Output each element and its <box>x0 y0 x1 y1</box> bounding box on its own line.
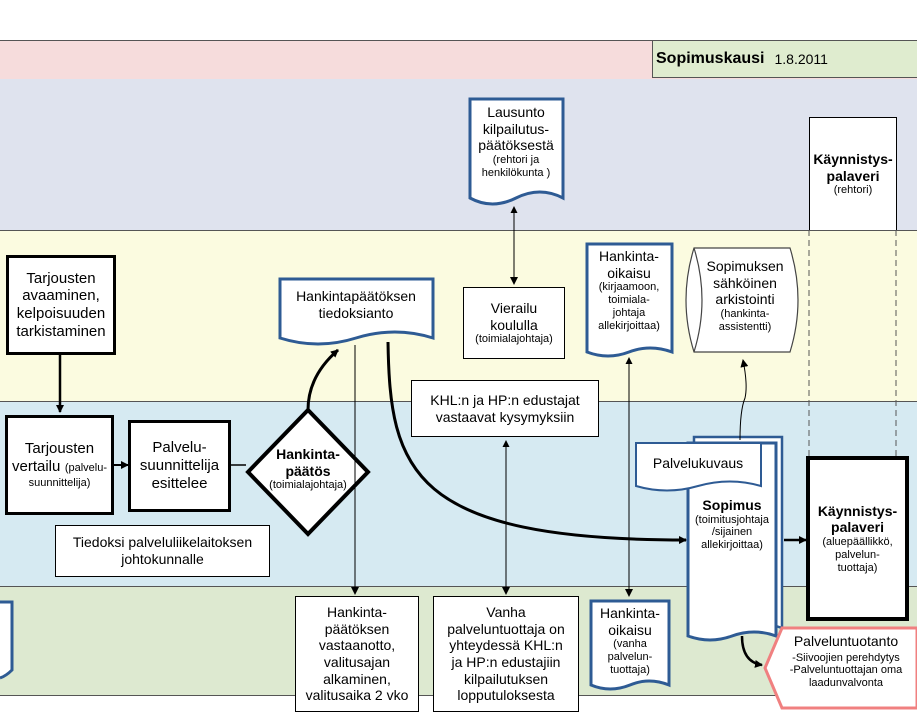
lane-header-right <box>652 40 917 78</box>
vastaanotto-box: Hankinta- päätöksen vastaanotto, valitus… <box>295 596 419 712</box>
palvelukuvaus-document: Palvelukuvaus <box>652 455 744 471</box>
left-partial-document <box>0 600 14 680</box>
arkistointi-shape <box>685 247 799 353</box>
palvelukuvaus-shape <box>635 442 762 492</box>
kaynnistys-palaveri-aluepaallikko: Käynnistys- palaveri (aluepäällikkö, pal… <box>806 456 909 621</box>
sopimus-shape <box>686 441 778 642</box>
khl-hp-box: KHL:n ja HP:n edustajat vastaavat kysymy… <box>411 380 599 437</box>
tarjousten-avaaminen-box: Tarjousten avaaminen, kelpoisuuden tarki… <box>6 255 116 355</box>
hankintapaatos-decision: Hankinta- päätös (toimialajohtaja) <box>269 446 347 492</box>
palvelusuunnittelija-box: Palvelu- suunnittelija esittelee <box>128 420 231 512</box>
sopimus-document: Sopimus (toimitusjohtaja /sijainen allek… <box>695 497 769 552</box>
arkistointi-storage: Sopimuksen sähköinen arkistointi (hankin… <box>706 258 784 333</box>
lausunto-document: Lausunto kilpailutus- päätöksestä (rehto… <box>478 104 554 179</box>
vanha-palveluntuottaja-box: Vanha palveluntuottaja on yhteydessä KHL… <box>433 596 579 712</box>
hp-tiedoksianto-document: Hankintapäätöksen tiedoksianto <box>296 288 416 321</box>
palveluntuotanto-node: Palveluntuotanto -Siivoojien perehdytys … <box>789 633 903 690</box>
tiedoksi-johtokunnalle-box: Tiedoksi palveluliikelaitoksen johtokunn… <box>55 525 270 577</box>
page-title: Sopimuskausi <box>656 50 765 67</box>
hankintaoikaisu-vanha-document: Hankinta- oikaisu (vanha palvelun- tuott… <box>600 605 660 676</box>
lane-1 <box>0 79 917 231</box>
vierailu-box: Vierailu koululla (toimialajohtaja) <box>463 287 565 359</box>
tarjousten-vertailu-box: Tarjousten vertailu (palvelu- suunnittel… <box>5 415 114 515</box>
hankintapaatos-shape <box>245 407 371 537</box>
hp-tiedoksianto-shape <box>278 277 435 346</box>
hankintaoikaisu2-shape <box>589 599 671 691</box>
lausunto-shape <box>468 97 565 206</box>
hankintaoikaisu-kirjaamo-document: Hankinta- oikaisu (kirjaamoon, toimiala-… <box>598 248 660 332</box>
hankintaoikaisu1-shape <box>585 242 674 358</box>
palveluntuotanto-shape <box>763 626 917 710</box>
header-title-group: Sopimuskausi 1.8.2011 <box>656 47 828 71</box>
kaynnistys-palaveri-rehtori: Käynnistys- palaveri (rehtori) <box>809 117 897 230</box>
header-date: 1.8.2011 <box>774 51 828 67</box>
